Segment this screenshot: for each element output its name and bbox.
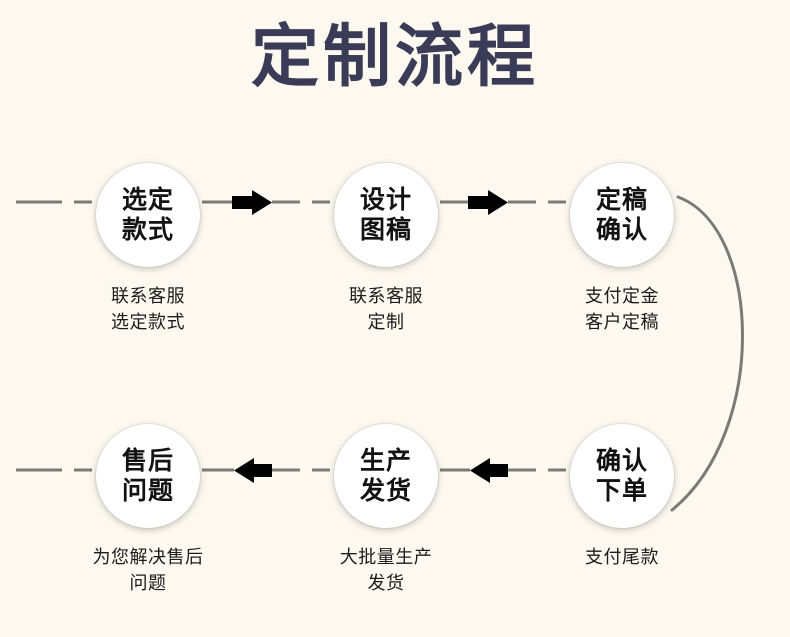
caption-line2: 客户定稿 bbox=[585, 312, 659, 332]
node-label-line1: 选定 bbox=[121, 186, 174, 214]
caption-line1: 联系客服 bbox=[349, 286, 423, 306]
caption-line2: 发货 bbox=[367, 573, 405, 593]
flow-node-select-style[interactable]: 选定 款式 联系客服 选定款式 bbox=[68, 163, 228, 335]
node-caption-produce-ship: 大批量生产 发货 bbox=[306, 544, 466, 596]
node-label-line1: 定稿 bbox=[595, 186, 648, 214]
caption-line2: 定制 bbox=[367, 312, 405, 332]
node-label-line2: 下单 bbox=[595, 477, 648, 505]
arrow-left-order-to-produce bbox=[470, 458, 508, 483]
node-circle-select-style[interactable]: 选定 款式 bbox=[96, 163, 200, 267]
node-caption-design-draft: 联系客服 定制 bbox=[306, 283, 466, 335]
caption-line1: 大批量生产 bbox=[339, 547, 433, 567]
node-label-line2: 款式 bbox=[121, 216, 174, 244]
node-label-line1: 设计 bbox=[359, 186, 412, 214]
node-circle-design-draft[interactable]: 设计 图稿 bbox=[334, 163, 438, 267]
node-caption-confirm-order: 支付尾款 bbox=[542, 544, 702, 570]
node-caption-after-sales: 为您解决售后 问题 bbox=[68, 544, 228, 596]
node-circle-confirm-order[interactable]: 确认 下单 bbox=[570, 424, 674, 528]
arrow-right-design-to-confirm bbox=[468, 190, 508, 215]
node-caption-confirm-draft: 支付定金 客户定稿 bbox=[542, 283, 702, 335]
node-circle-confirm-draft[interactable]: 定稿 确认 bbox=[570, 163, 674, 267]
flow-node-design-draft[interactable]: 设计 图稿 联系客服 定制 bbox=[306, 163, 466, 335]
node-caption-select-style: 联系客服 选定款式 bbox=[68, 283, 228, 335]
node-label-line2: 图稿 bbox=[359, 216, 412, 244]
caption-line1: 支付定金 bbox=[585, 286, 659, 306]
flow-node-produce-ship[interactable]: 生产 发货 大批量生产 发货 bbox=[306, 424, 466, 596]
flow-node-confirm-draft[interactable]: 定稿 确认 支付定金 客户定稿 bbox=[542, 163, 702, 335]
node-label-line1: 确认 bbox=[595, 447, 648, 475]
page-title: 定制流程 bbox=[250, 19, 539, 95]
flow-node-confirm-order[interactable]: 确认 下单 支付尾款 bbox=[542, 424, 702, 570]
arrow-right-select-to-design bbox=[232, 190, 272, 215]
caption-line1: 支付尾款 bbox=[585, 547, 659, 567]
caption-line1: 联系客服 bbox=[111, 286, 185, 306]
node-label-line2: 确认 bbox=[595, 216, 648, 244]
caption-line2: 选定款式 bbox=[111, 312, 185, 332]
connector-curve-confirm-draft-to-order bbox=[670, 195, 744, 512]
node-label-line1: 生产 bbox=[359, 447, 412, 475]
arrow-left-produce-to-aftersales bbox=[234, 458, 272, 483]
node-label-line2: 问题 bbox=[121, 477, 174, 505]
node-circle-after-sales[interactable]: 售后 问题 bbox=[96, 424, 200, 528]
node-circle-produce-ship[interactable]: 生产 发货 bbox=[334, 424, 438, 528]
caption-line1: 为您解决售后 bbox=[92, 547, 204, 567]
flow-node-after-sales[interactable]: 售后 问题 为您解决售后 问题 bbox=[68, 424, 228, 596]
node-label-line1: 售后 bbox=[121, 447, 174, 475]
node-label-line2: 发货 bbox=[359, 477, 412, 505]
caption-line2: 问题 bbox=[129, 573, 167, 593]
